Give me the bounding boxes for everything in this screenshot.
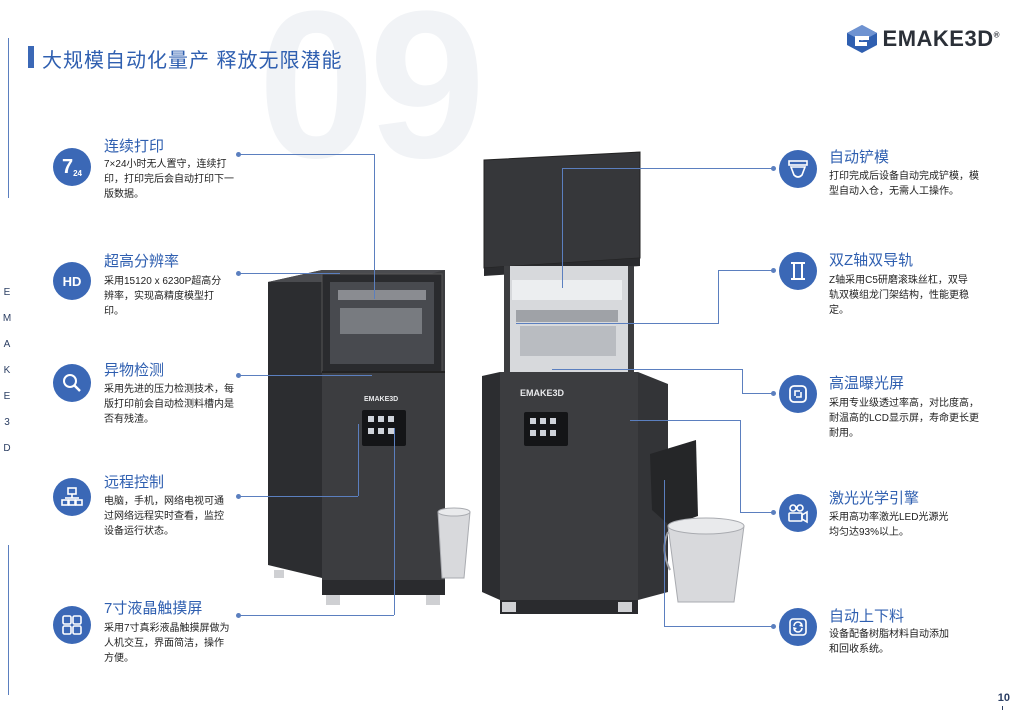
page-number-tick <box>1002 706 1003 710</box>
logo-text: EMAKE3D® <box>882 26 1000 51</box>
side-letter: E <box>3 391 11 402</box>
connector-dot <box>771 166 776 171</box>
connector-line <box>630 420 740 421</box>
feature-title: 连续打印 <box>104 138 165 155</box>
connector-line <box>552 369 742 370</box>
connector-line <box>374 154 375 299</box>
feature-description: 采用15120 x 6230P超高分辨率，实现高精度模型打印。 <box>104 276 222 317</box>
title-accent-bar <box>28 46 34 68</box>
feature-title: 7寸液晶触摸屏 <box>104 600 203 617</box>
connector-line <box>740 420 741 512</box>
side-letter: 3 <box>4 417 10 428</box>
feature-title: 激光光学引擎 <box>829 490 920 507</box>
feature-description: 7×24小时无人置守，连续打印，打印完后会自动打印下一版数据。 <box>104 159 234 200</box>
connector-dot <box>771 391 776 396</box>
feature-title: 超高分辨率 <box>104 253 180 270</box>
connector-line <box>742 369 743 393</box>
connector-dot <box>236 152 241 157</box>
feature-description: 采用高功率激光LED光源光均匀达93%以上。 <box>829 512 949 538</box>
connector-dot <box>236 271 241 276</box>
scraper-icon <box>779 150 817 188</box>
right-resin-bucket <box>663 517 745 603</box>
feature-description: 采用先进的压力检测技术，每版打印前会自动检测料槽内是否有残渣。 <box>104 384 234 425</box>
connector-line <box>394 428 395 615</box>
feature-description: 设备配备树脂材料自动添加和回收系统。 <box>829 629 949 655</box>
network-icon <box>53 478 91 516</box>
connector-line <box>718 270 719 324</box>
feature-title: 高温曝光屏 <box>829 375 905 392</box>
connector-dot <box>771 510 776 515</box>
connector-line <box>238 154 374 155</box>
z-axis-icon <box>779 252 817 290</box>
connector-dot <box>771 624 776 629</box>
feature-title: 双Z轴双导轨 <box>829 252 914 269</box>
side-letter: M <box>2 313 12 324</box>
page-title: 大规模自动化量产 释放无限潜能 <box>42 50 343 72</box>
connector-line <box>562 168 563 288</box>
feature-title: 远程控制 <box>104 474 165 491</box>
connector-line <box>238 615 394 616</box>
feature-title: 自动上下料 <box>829 608 905 625</box>
printers-illustration <box>268 151 745 614</box>
side-line-top <box>8 38 9 198</box>
left-printer <box>268 270 445 605</box>
connector-line <box>238 273 340 274</box>
exposure-icon <box>779 375 817 413</box>
side-line-bottom <box>8 545 9 695</box>
background-section-number: 09 <box>258 0 486 202</box>
side-letter: E <box>3 287 11 298</box>
connector-line <box>358 424 359 496</box>
connector-dot <box>236 613 241 618</box>
feature-title: 异物检测 <box>104 362 165 379</box>
connector-line <box>238 375 372 376</box>
hd-icon: HD <box>53 262 91 300</box>
laser-engine-icon <box>779 494 817 532</box>
connector-dot <box>236 373 241 378</box>
brand-logo: EMAKE3D® <box>845 24 1000 54</box>
feature-description: 采用专业级透过率高，对比度高，耐温高的LCD显示屏，寿命更长更耐用。 <box>829 398 980 439</box>
connector-line <box>740 512 774 513</box>
side-brand-letters: E M A K E 3 D <box>0 280 14 462</box>
connector-line <box>664 626 774 627</box>
side-letter: K <box>3 365 11 376</box>
feature-description: 打印完成后设备自动完成铲模，模型自动入仓，无需人工操作。 <box>829 171 979 197</box>
feature-description: Z轴采用C5研磨滚珠丝杠，双导轨双模组龙门架结构，性能更稳定。 <box>829 275 969 316</box>
feature-title: 自动铲模 <box>829 149 890 166</box>
connector-dot <box>771 268 776 273</box>
connector-line <box>516 323 719 324</box>
connector-line <box>718 270 774 271</box>
emake3d-logo-icon <box>846 25 877 53</box>
side-letter: A <box>3 339 11 350</box>
right-printer-brand: EMAKE3D <box>520 388 565 398</box>
connector-line <box>664 480 665 626</box>
touchscreen-icon <box>53 606 91 644</box>
connector-dot <box>236 494 241 499</box>
connector-line <box>238 496 358 497</box>
left-printer-brand: EMAKE3D <box>364 396 399 403</box>
connector-line <box>562 168 774 169</box>
connector-line <box>742 393 774 394</box>
page-number: 10 <box>997 692 1010 704</box>
auto-feed-icon <box>779 608 817 646</box>
left-resin-bucket <box>437 507 471 579</box>
magnifier-icon <box>53 364 91 402</box>
feature-description: 采用7寸真彩液晶触摸屏做为人机交互，界面简洁，操作方便。 <box>104 623 230 664</box>
side-letter: D <box>3 443 11 454</box>
feature-description: 电脑，手机，网络电视可通过网络远程实时查看，监控设备运行状态。 <box>104 496 224 537</box>
